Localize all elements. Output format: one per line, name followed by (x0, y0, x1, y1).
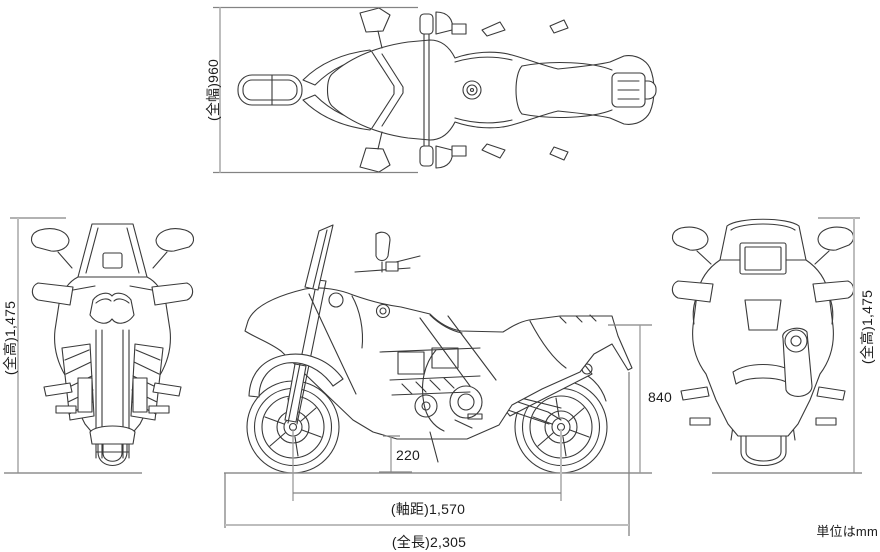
overall-length-label: (全長)2,305 (391, 534, 467, 550)
dimension-lines (4, 6, 862, 536)
top-view-drawing (237, 7, 657, 173)
overall-height-right-label: (全高)1,475 (859, 289, 875, 365)
front-view-drawing (31, 223, 194, 466)
unit-note: 単位はmm (816, 524, 878, 539)
ground-clearance-label: 220 (396, 447, 420, 463)
overall-height-left-label: (全高)1,475 (2, 300, 18, 376)
rear-view-drawing (671, 218, 855, 466)
side-view-drawing (244, 224, 633, 474)
wheelbase-label: (軸距)1,570 (390, 501, 466, 517)
seat-height-label: 840 (648, 389, 672, 405)
overall-width-label: (全幅)960 (205, 58, 221, 122)
